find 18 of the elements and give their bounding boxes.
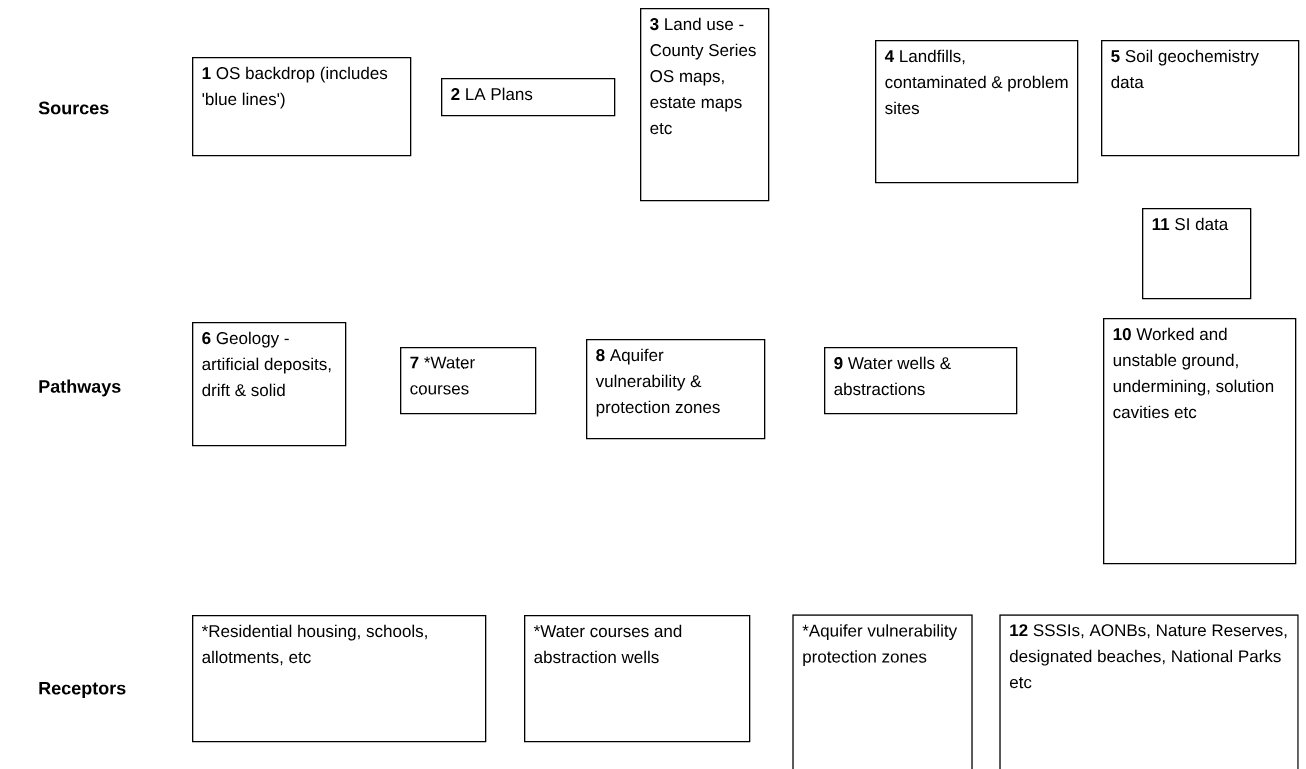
text-box: *Water courses and abstraction wells — [524, 615, 751, 743]
text-box: *Aquifer vulnerability protection zones — [792, 614, 973, 769]
row-label: Pathways — [39, 379, 121, 397]
text-box: 6 Geology - artificial deposits, drift & solid — [192, 322, 347, 447]
text-box: 11 SI data — [1142, 208, 1252, 300]
text-box: 1 OS backdrop (includes 'blue lines') — [192, 57, 412, 157]
text-box: 2 LA Plans — [441, 78, 616, 117]
text-box: 8 Aquifer vulnerability & protection zones — [586, 339, 766, 440]
text-box: *Residential housing, schools, allotments, etc — [192, 615, 487, 743]
text-box: 7 *Water courses — [400, 347, 537, 415]
text-box: 5 Soil geochemistry data — [1101, 40, 1300, 157]
text-box: 12 SSSIs, AONBs, Nature Reserves, designated beaches, National Parks etc — [999, 614, 1299, 769]
text-box: 3 Land use - County Series OS maps, estate maps etc — [640, 8, 770, 202]
text-box: 9 Water wells & abstractions — [824, 347, 1018, 415]
row-label: Receptors — [39, 681, 126, 699]
text-box: 10 Worked and unstable ground, undermining, solution cavities etc — [1103, 318, 1297, 565]
text-box: 4 Landfills, contaminated & problem sites — [875, 40, 1079, 184]
row-label: Sources — [38, 101, 109, 115]
